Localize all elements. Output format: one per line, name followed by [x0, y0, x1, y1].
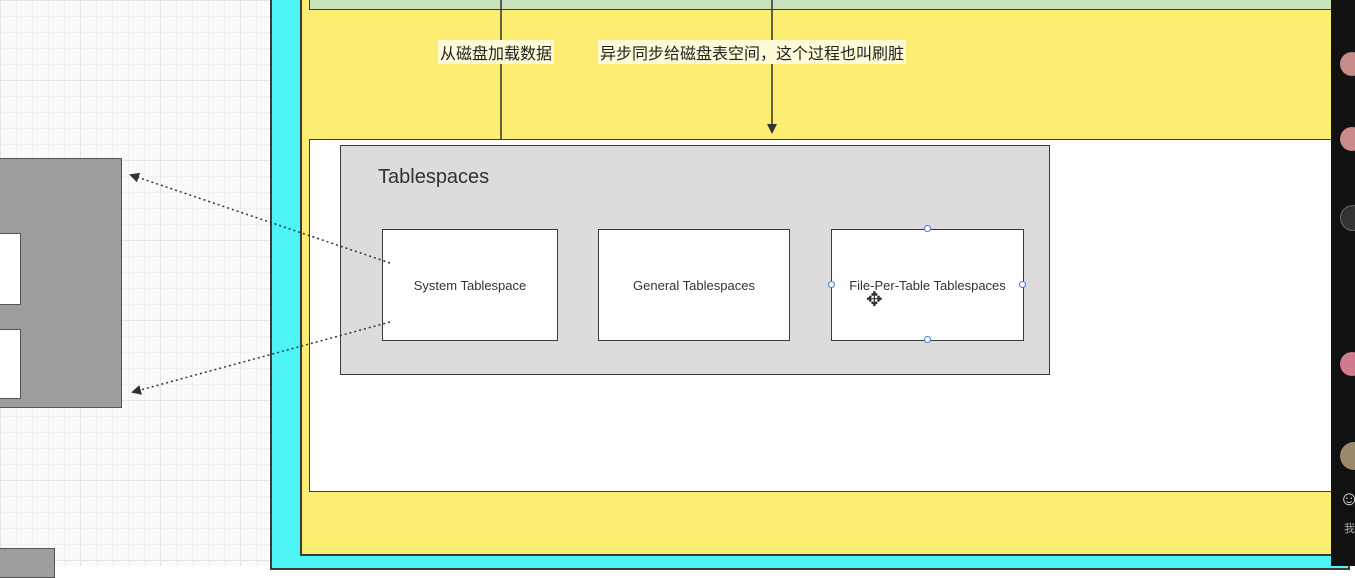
avatar[interactable] [1340, 52, 1355, 76]
avatar[interactable] [1340, 127, 1355, 151]
avatar[interactable] [1340, 352, 1355, 376]
tablespaces-title: Tablespaces [378, 166, 490, 188]
external-slot-bottom[interactable] [0, 329, 21, 399]
connectors-layer [129, 0, 777, 395]
file-per-table-tablespaces-box[interactable]: File-Per-Table Tablespaces [831, 229, 1024, 341]
async-flush-label: 异步同步给磁盘表空间，这个过程也叫刷脏 [598, 40, 907, 64]
general-tablespaces-label: General Tablespaces [633, 277, 755, 293]
external-slot-top[interactable] [0, 233, 21, 305]
move-cursor-icon: ✥ [866, 289, 883, 311]
side-panel [1331, 0, 1355, 566]
system-tablespace-box[interactable]: System Tablespace [382, 229, 558, 341]
me-label: 我 [1344, 523, 1355, 535]
system-tablespace-label: System Tablespace [413, 277, 527, 293]
selection-handle-left[interactable] [828, 281, 835, 288]
external-storage-block[interactable] [0, 158, 122, 408]
selection-handle-bottom[interactable] [924, 336, 931, 343]
load-from-disk-label: 从磁盘加载数据 [438, 40, 555, 64]
selection-handle-top[interactable] [924, 225, 931, 232]
smile-icon[interactable]: ☺ [1339, 488, 1355, 510]
canvas-grid [0, 0, 272, 566]
dotted-arrow-lower[interactable] [131, 321, 391, 395]
dotted-arrow-upper[interactable] [129, 172, 391, 264]
selection-handle-right[interactable] [1019, 281, 1026, 288]
file-per-table-tablespaces-label: File-Per-Table Tablespaces [849, 277, 1006, 293]
general-tablespaces-box[interactable]: General Tablespaces [598, 229, 790, 341]
avatar[interactable] [1340, 442, 1355, 470]
